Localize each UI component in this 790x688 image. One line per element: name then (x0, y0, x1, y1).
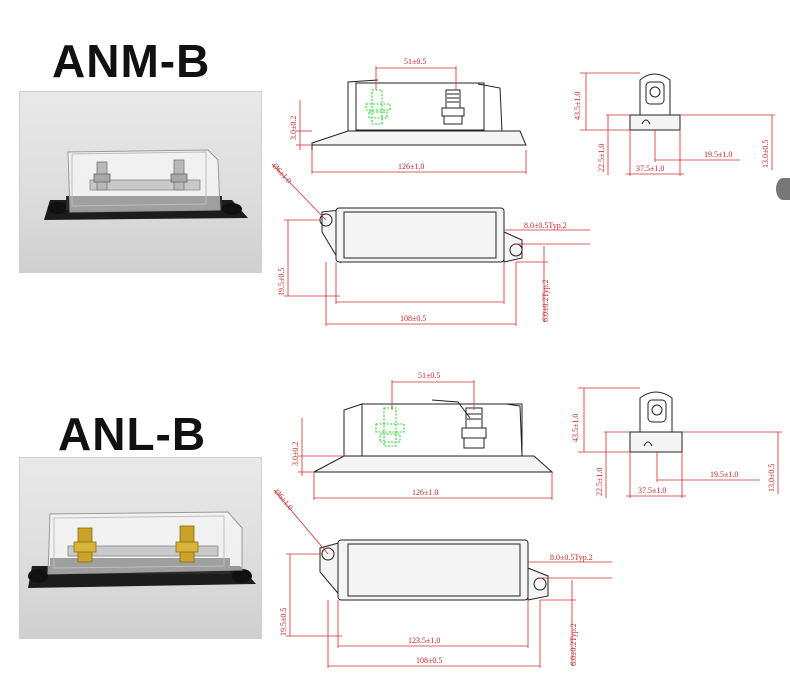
product-photo-anl-b (19, 457, 262, 639)
anm-b-hole-offset-dim: 8.0±0.5Typ.2 (524, 221, 567, 230)
anl-b-side-view: 51±0.5 3.0±0.2 126±1.0 (291, 371, 554, 500)
anl-b-width-dim: 37.5±1.0 (638, 486, 666, 495)
anl-b-end-view: 43.5±1.0 22.5±1.0 13.0±0.5 19.5±1.0 37.5… (571, 387, 782, 498)
anl-b-half-width-dim: 19.5±1.0 (710, 470, 738, 479)
anl-b-inner-length-dim: 123.5±1.0 (408, 636, 440, 645)
anm-b-width-dim: 37.5±1.0 (636, 164, 664, 173)
anm-b-body-length-dim: 108±0.5 (400, 314, 426, 323)
anl-b-top-view: Ø6±1.0 8.0±0.5Typ.2 19.5±0.5 6.0±0.2Typ.… (272, 488, 612, 668)
model-title-anm-b: ANM-B (52, 35, 211, 87)
anm-b-fuse-ghost (365, 89, 391, 125)
anl-b-pitch-dim: 51±0.5 (418, 371, 440, 380)
anl-b-body-length-dim: 108±0.5 (416, 656, 442, 665)
anm-b-bolt (441, 89, 465, 125)
anm-b-right-height-dim: 13.0±0.5 (761, 140, 770, 168)
anm-b-foot-dim: 6.0±0.2Typ.2 (541, 279, 550, 322)
product-photo-anm-b (19, 91, 262, 273)
anl-b-hole-dim: Ø6±1.0 (272, 488, 294, 512)
anm-b-width-top-dim: 19.5±0.5 (277, 268, 286, 296)
anl-b-right-height-dim: 13.0±0.5 (767, 464, 776, 492)
partial-dot (776, 178, 790, 200)
anl-b-width-top-dim: 19.5±0.5 (279, 608, 288, 636)
anm-b-pitch-dim: 51±0.5 (404, 57, 426, 66)
anl-b-end-height-dim: 43.5±1.0 (571, 414, 580, 442)
model-title-anl-b: ANL-B (58, 408, 207, 460)
anl-b-foot-dim: 6.0±0.2Typ.2 (569, 623, 578, 666)
anm-b-end-view: 43.5±1.0 22.5±1.0 13.0±0.5 19.5±1.0 37.5… (573, 72, 775, 176)
anl-b-bolt (461, 407, 487, 449)
anl-b-hole-offset-dim: 8.0±0.5Typ.2 (550, 553, 593, 562)
anm-b-base-height-dim: 22.5±1.0 (597, 144, 606, 172)
anl-b-height-dim: 3.0±0.2 (291, 442, 300, 466)
anm-b-length-dim: 126±1.0 (398, 162, 424, 171)
anm-b-end-height-dim: 43.5±1.0 (573, 92, 582, 120)
anl-b-fuse-ghost (375, 407, 405, 447)
anm-b-half-width-dim: 19.5±1.0 (704, 150, 732, 159)
anl-b-base-height-dim: 22.5±1.0 (595, 468, 604, 496)
anm-b-height-dim: 3.0±0.2 (289, 116, 298, 140)
anm-b-top-view: Ø6±1.0 8.0±0.5Typ.2 19.5±0.5 6.0±0.2Typ.… (271, 161, 590, 326)
anm-b-hole-dim: Ø6±1.0 (271, 161, 294, 185)
anl-b-length-dim: 126±1.0 (412, 488, 438, 497)
anm-b-side-view: 51±0.5 3.0±0.2 126±1.0 (289, 57, 527, 174)
